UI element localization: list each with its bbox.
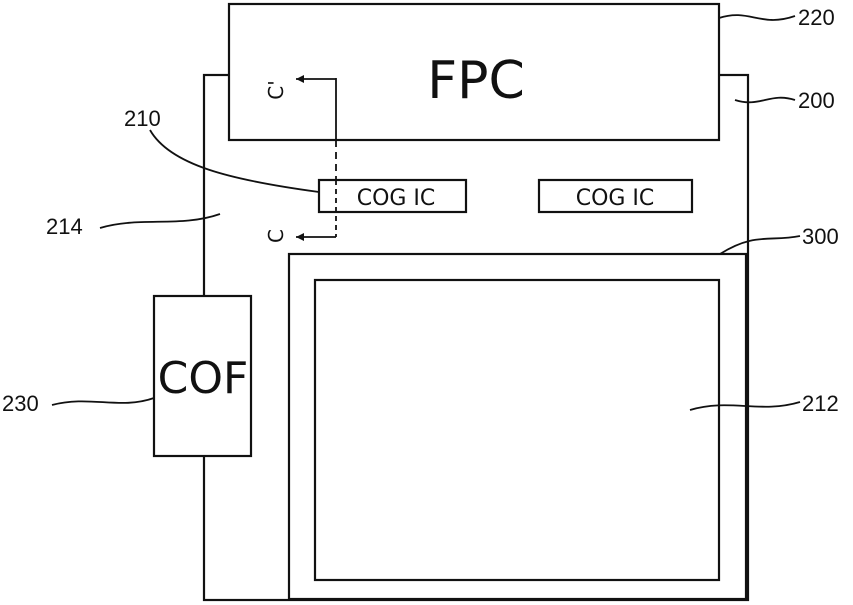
cof-label: COF <box>158 353 249 404</box>
leader-220 <box>719 15 795 20</box>
ref-200: 200 <box>798 88 835 113</box>
cog-ic-right-label: COG IC <box>576 186 655 211</box>
ref-214: 214 <box>46 214 83 239</box>
fpc-label: FPC <box>427 51 525 111</box>
cog-ic-left-label: COG IC <box>357 186 436 211</box>
display-area <box>315 280 719 580</box>
leader-214 <box>100 214 220 228</box>
section-bottom-arrow-icon <box>296 233 304 241</box>
panel-outline <box>204 75 748 600</box>
section-top-label: C' <box>264 80 288 99</box>
leader-300 <box>720 236 800 254</box>
leader-200 <box>735 98 795 103</box>
section-bottom-label: C <box>264 229 288 243</box>
leader-230 <box>52 398 154 405</box>
ref-220: 220 <box>798 5 835 30</box>
ref-210: 210 <box>124 106 161 131</box>
ref-300: 300 <box>802 224 839 249</box>
ref-212: 212 <box>802 391 839 416</box>
ref-230: 230 <box>2 391 39 416</box>
frame-outline <box>289 254 746 599</box>
